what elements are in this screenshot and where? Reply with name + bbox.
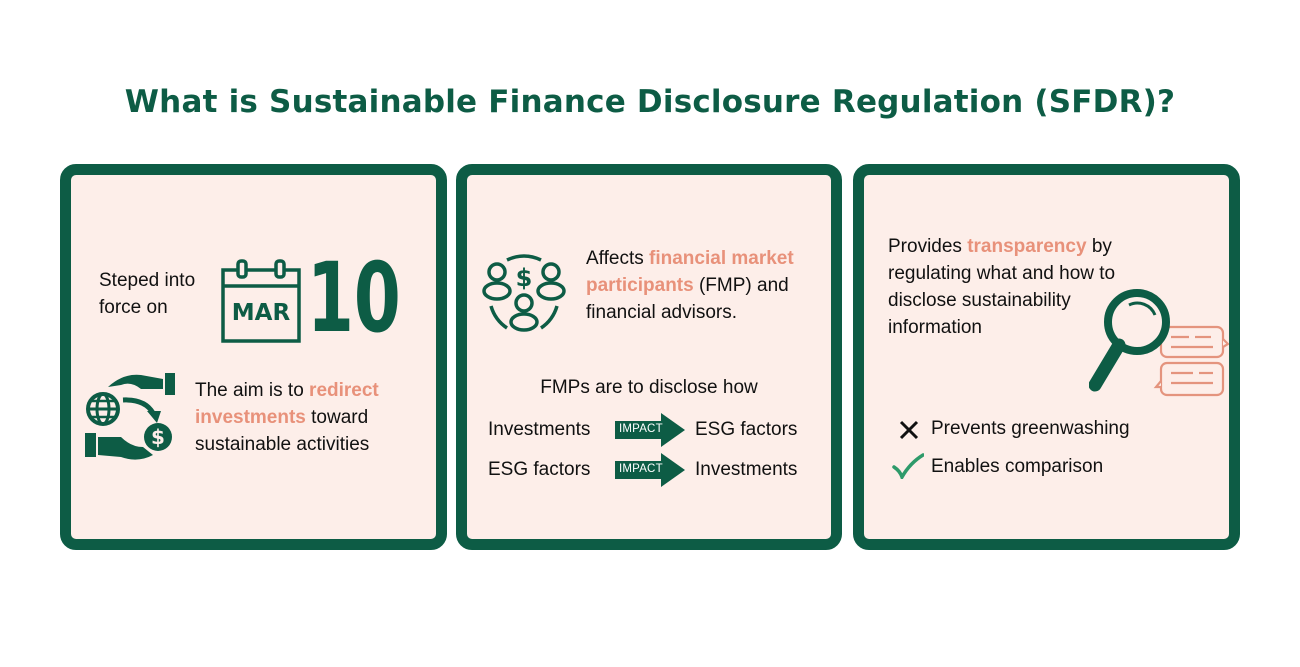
impact-arrow: IMPACT bbox=[615, 413, 687, 447]
page-title: What is Sustainable Finance Disclosure R… bbox=[124, 84, 1176, 120]
impact-row: ESG factors IMPACT Investments bbox=[488, 453, 828, 487]
card-enforcement-date: Steped into force on MAR 10 $ bbox=[60, 164, 447, 550]
aim-text: The aim is to redirect investments towar… bbox=[195, 380, 379, 455]
x-icon bbox=[899, 420, 919, 440]
svg-text:$: $ bbox=[151, 425, 165, 449]
benefit-item: Enables comparison bbox=[892, 451, 1212, 481]
disclose-heading: FMPs are to disclose how bbox=[540, 377, 758, 398]
calendar-month: MAR bbox=[231, 300, 291, 326]
provides-text: Provides transparency by regulating what… bbox=[888, 236, 1116, 338]
globe-hands-money-icon: $ bbox=[83, 367, 178, 462]
affects-text: Affects financial market participants (F… bbox=[586, 248, 794, 323]
card-transparency: Provides transparency by regulating what… bbox=[853, 164, 1240, 550]
magnifier-chat-icon bbox=[1088, 287, 1230, 402]
date-intro: Steped into force on bbox=[99, 270, 196, 318]
check-icon bbox=[892, 453, 924, 479]
calendar-icon: MAR bbox=[221, 258, 301, 343]
impact-row: Investments IMPACT ESG factors bbox=[488, 413, 828, 447]
impact-arrow: IMPACT bbox=[615, 453, 687, 487]
benefit-item: Prevents greenwashing bbox=[896, 413, 1216, 443]
card-participants: $ Affects financial market participants … bbox=[456, 164, 842, 550]
calendar-day: 10 bbox=[307, 242, 401, 354]
people-money-circle-icon: $ bbox=[479, 246, 569, 336]
svg-text:$: $ bbox=[516, 264, 533, 292]
